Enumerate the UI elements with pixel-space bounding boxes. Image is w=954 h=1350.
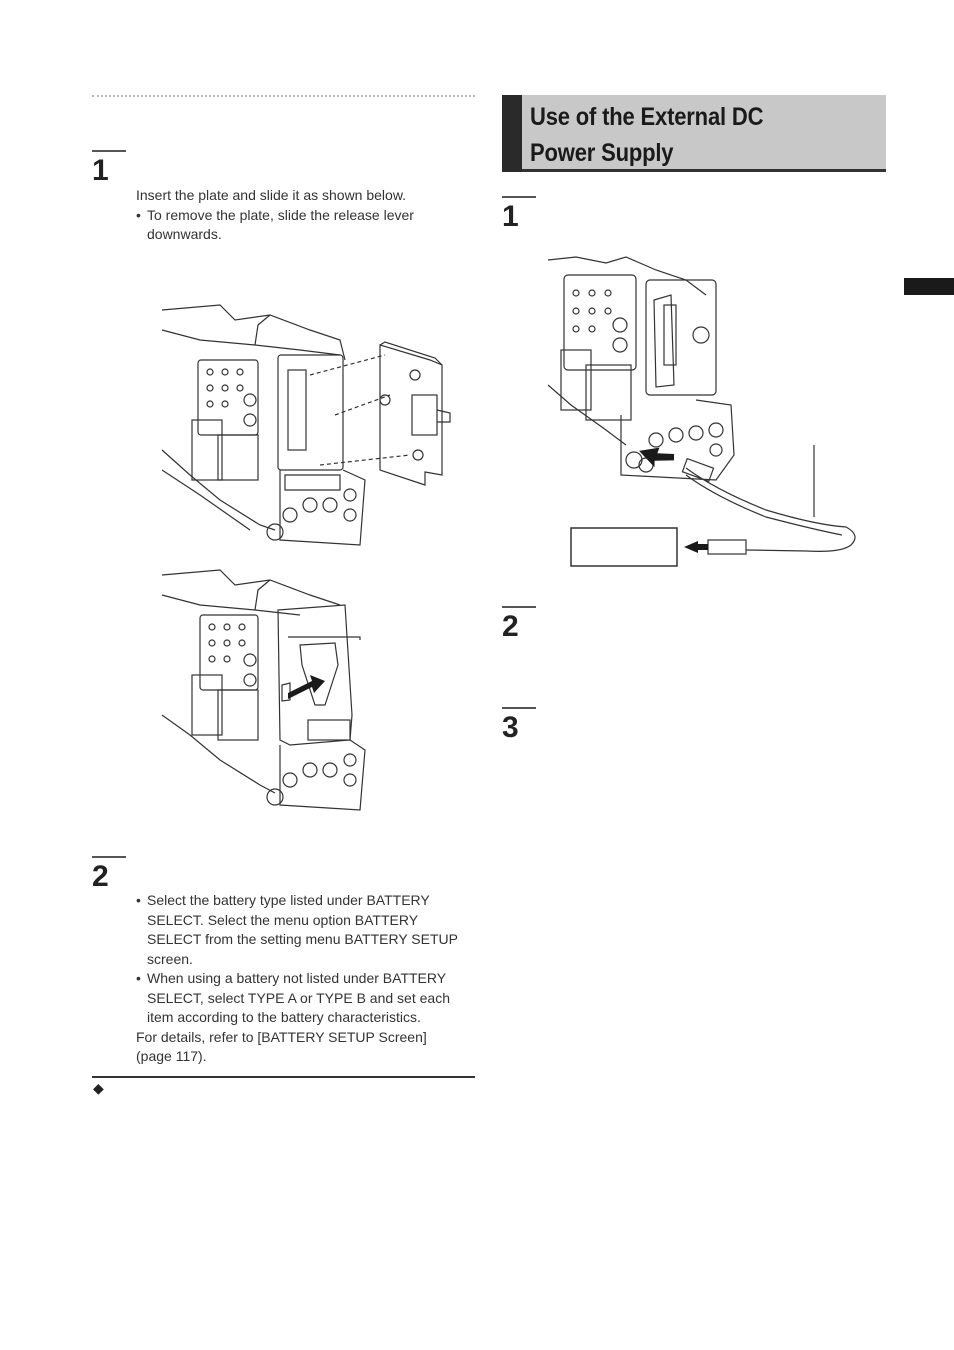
right-step-2-rule: [502, 606, 536, 608]
slide-arrow: [288, 675, 325, 699]
step-2-text: Select the battery type listed under BAT…: [136, 891, 466, 1067]
plate-slide-illustration: [161, 569, 366, 811]
dc-output-arrow: [684, 541, 708, 553]
step-1-instruction: Insert the plate and slide it as shown b…: [136, 187, 407, 203]
right-step-1-rule: [502, 196, 536, 198]
note-diamond-icon: ◆: [93, 1080, 104, 1096]
step-1-number: 1: [92, 154, 109, 187]
right-step-1-number: 1: [502, 200, 519, 233]
step-1-rule: [92, 150, 126, 152]
right-step-3-number: 3: [502, 711, 519, 744]
external-dc-illustration: [547, 256, 856, 567]
step-2-bullet-1: Select the battery type listed under BAT…: [136, 891, 466, 969]
step-2-bullet-2: When using a battery not listed under BA…: [136, 969, 466, 1028]
section-header-bar: [502, 95, 522, 172]
right-step-3-rule: [502, 707, 536, 709]
plate-attach-illustration: [161, 304, 451, 546]
step-2-rule: [92, 856, 126, 858]
section-divider-dotted: [92, 95, 475, 97]
right-step-2-number: 2: [502, 610, 519, 643]
step-1-bullet: To remove the plate, slide the release l…: [136, 206, 466, 245]
section-header: Use of the External DC Power Supply: [502, 95, 886, 172]
chapter-tab: [904, 278, 954, 295]
step-2-number: 2: [92, 860, 109, 893]
connect-arrow: [639, 447, 675, 468]
step-1-text: Insert the plate and slide it as shown b…: [136, 186, 466, 245]
note-divider: [92, 1076, 475, 1078]
step-2-details: For details, refer to [BATTERY SETUP Scr…: [136, 1028, 427, 1065]
section-title: Use of the External DC Power Supply: [530, 103, 764, 167]
